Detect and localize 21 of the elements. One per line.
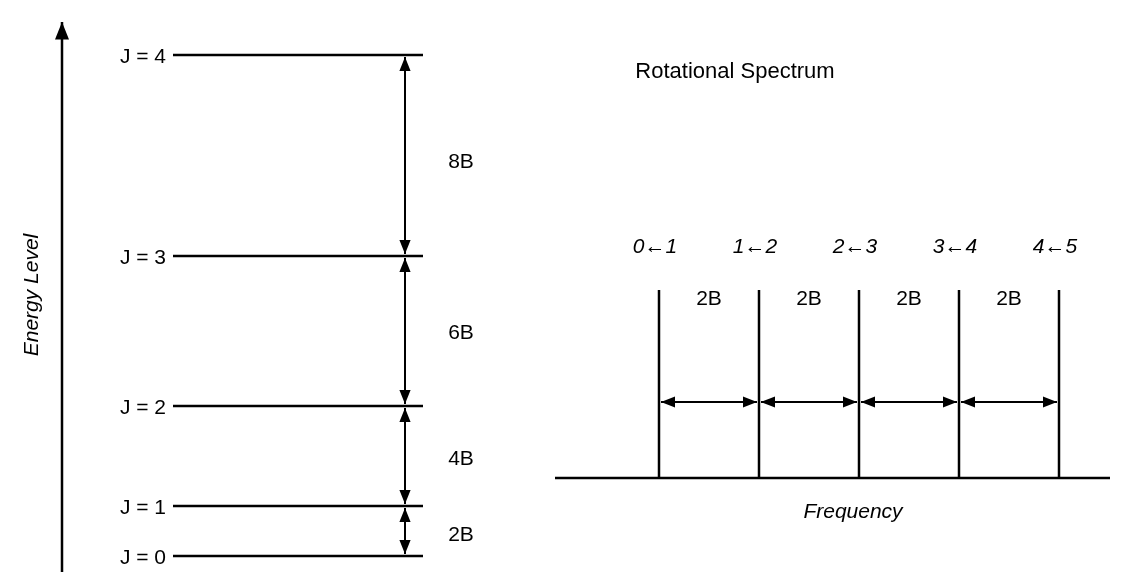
label: J = 3 <box>119 245 166 267</box>
label: J = 2 <box>119 395 166 417</box>
label: 2B <box>696 286 722 308</box>
label: 8B <box>448 149 474 171</box>
label: 4←5 <box>1032 234 1078 256</box>
label: 2B <box>896 286 922 308</box>
axis-label: Energy Level <box>19 233 41 357</box>
label: Frequency <box>803 499 903 521</box>
label: 2B <box>448 522 474 544</box>
label: J = 1 <box>119 495 166 517</box>
label: 1←2 <box>732 234 778 256</box>
label: J = 4 <box>119 44 166 66</box>
label: 4B <box>448 446 474 468</box>
label: 3←4 <box>932 234 978 256</box>
label: 2←3 <box>832 234 878 256</box>
label: 0←1 <box>632 234 678 256</box>
label: 2B <box>796 286 822 308</box>
label: 6B <box>448 320 474 342</box>
label: J = 0 <box>119 545 166 567</box>
label: 2B <box>996 286 1022 308</box>
chart-title: Rotational Spectrum <box>635 56 835 85</box>
